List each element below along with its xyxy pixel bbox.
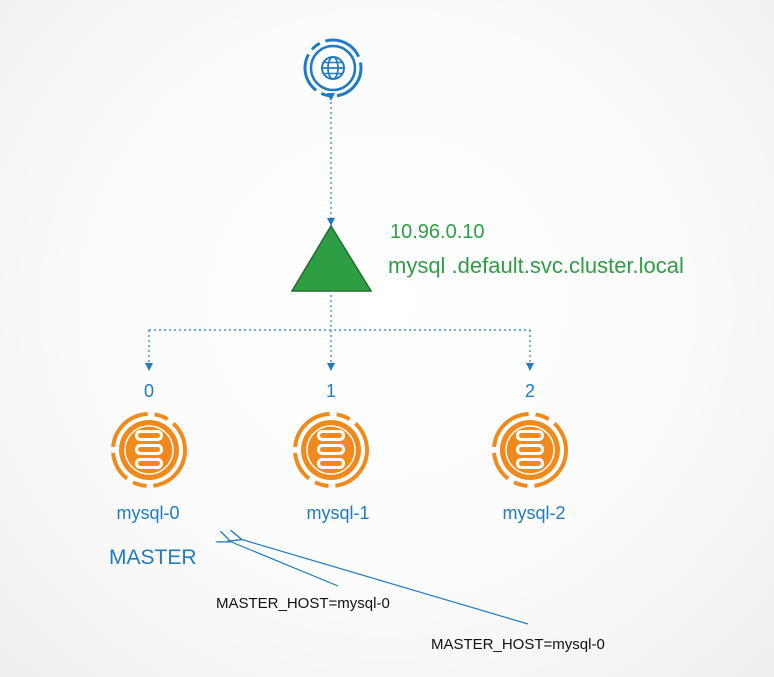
database-icon-1 <box>293 412 369 488</box>
env-label-1: MASTER_HOST=mysql-0 <box>216 595 390 612</box>
pod-index-1: 1 <box>326 381 336 401</box>
service-ip: 10.96.0.10 <box>390 221 485 243</box>
pod-name-0: mysql-0 <box>116 503 179 523</box>
pod-name-2: mysql-2 <box>502 503 565 523</box>
service-fanout-lines <box>145 295 534 371</box>
replica-arrow-2 <box>240 539 529 625</box>
service-dns: mysql .default.svc.cluster.local <box>388 253 684 278</box>
globe-icon <box>303 38 363 98</box>
service-triangle-icon <box>290 224 373 292</box>
database-icon-0 <box>111 412 187 488</box>
pod-index-0: 0 <box>144 381 154 401</box>
env-label-2: MASTER_HOST=mysql-0 <box>431 636 605 653</box>
pod-name-1: mysql-1 <box>306 503 369 523</box>
pod-index-2: 2 <box>525 381 535 401</box>
master-label: MASTER <box>109 546 197 569</box>
replica-arrow-1 <box>229 541 339 587</box>
database-icon-2 <box>492 412 568 488</box>
